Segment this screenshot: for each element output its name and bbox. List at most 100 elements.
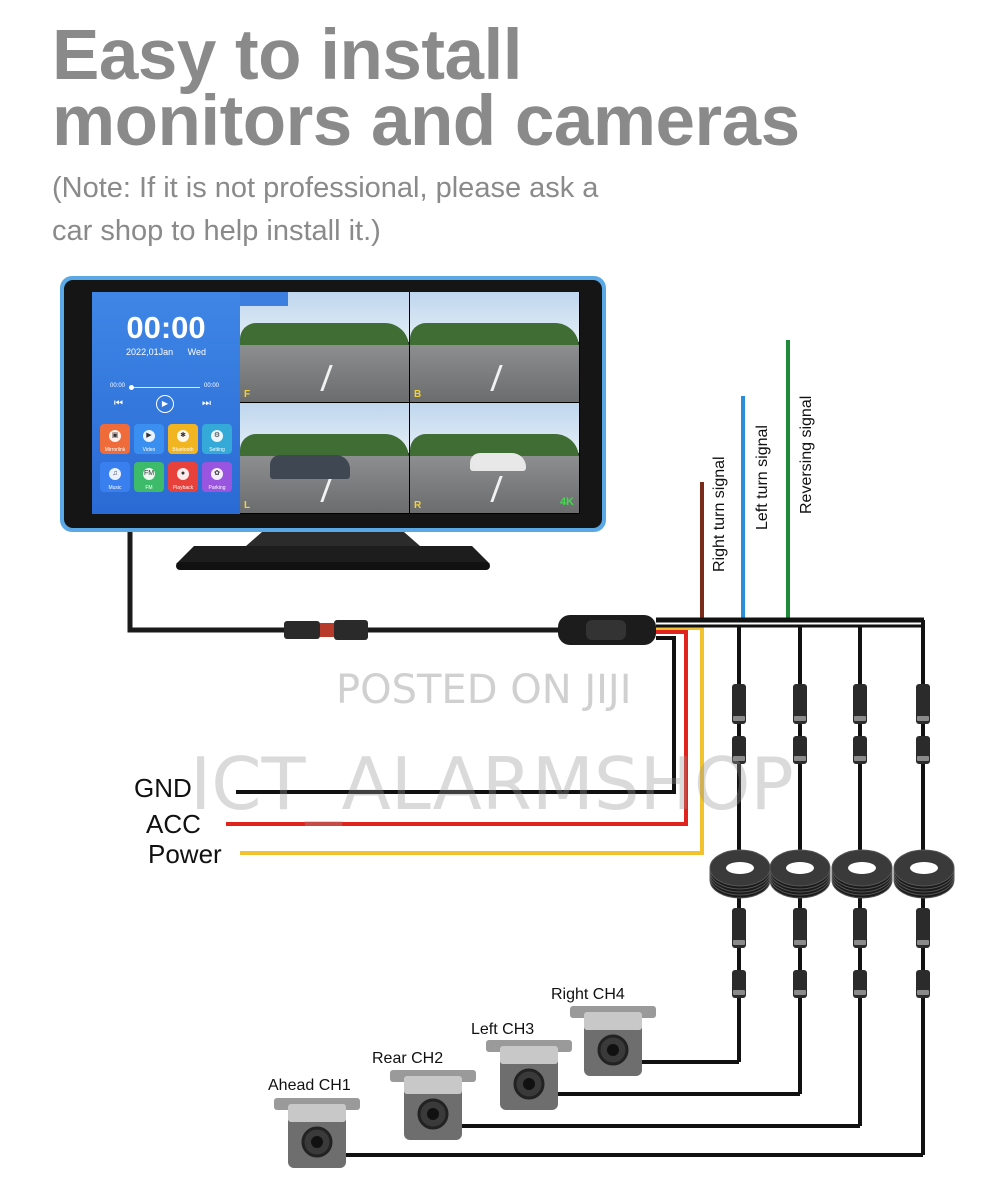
app-parking[interactable]: ✿ Parking (202, 462, 232, 492)
connector-1-4 (732, 970, 746, 998)
camera-view-tag: B (414, 389, 422, 400)
mirrorlink-icon: ▣ (109, 430, 121, 442)
camera-body-ch3 (486, 1040, 572, 1110)
app-label: Mirrorlink (104, 447, 126, 453)
date: 2022,01Jan (126, 347, 174, 357)
monitor: 00:00 2022,01Jan Wed 00:00 00:00 ⏮ ▶ ⏭ ▣… (60, 276, 606, 532)
previous-icon[interactable]: ⏮ (114, 398, 123, 409)
connector-3-4 (853, 970, 867, 998)
setting-icon: ⚙ (211, 430, 223, 442)
camera-label-ch1: Ahead CH1 (268, 1077, 351, 1094)
weekday: Wed (187, 347, 206, 357)
camera-view-l[interactable]: L (240, 403, 409, 513)
camera-label-ch3: Left CH3 (471, 1021, 535, 1038)
connector-1-2 (732, 736, 746, 764)
page-title-line-2: monitors and cameras (52, 82, 800, 161)
connector-3-3 (853, 908, 867, 948)
camera-bodies (274, 1006, 656, 1168)
camera-label-ch2: Rear CH2 (372, 1050, 444, 1067)
camera-view-b[interactable]: B (410, 292, 579, 402)
monitor-cable (127, 532, 290, 633)
connector-2-1 (793, 684, 807, 724)
home-panel: 00:00 2022,01Jan Wed 00:00 00:00 ⏮ ▶ ⏭ ▣… (92, 292, 240, 514)
media-controls: ⏮ ▶ ⏭ (114, 395, 218, 416)
installation-note-line-2: car shop to help install it.) (52, 215, 381, 247)
camera-body-ch2 (390, 1070, 476, 1140)
cable-coils (709, 849, 955, 899)
connector-3-1 (853, 684, 867, 724)
app-video[interactable]: ▶ Video (134, 424, 164, 454)
connector-4-1 (916, 684, 930, 724)
acc-label: ACC (146, 809, 201, 839)
gnd-wire (236, 636, 676, 794)
power-label: Power (148, 839, 222, 869)
camera-body-ch4 (570, 1006, 656, 1076)
progress-knob[interactable] (129, 385, 134, 390)
reversing-signal-label: Reversing signal (798, 395, 815, 514)
acc-wire (226, 630, 688, 826)
connector-4-3 (916, 908, 930, 948)
camera-view-tag: R (414, 500, 422, 511)
camera-view-tag: L (244, 500, 251, 511)
inline-connector (284, 620, 368, 640)
app-label: Video (142, 447, 156, 453)
clock: 00:00 (126, 310, 206, 345)
connector-1-1 (732, 684, 746, 724)
app-label: Setting (209, 447, 225, 453)
camera-label-ch4: Right CH4 (551, 986, 625, 1003)
right-turn-signal-label: Right turn signal (711, 456, 728, 572)
connector-2-4 (793, 970, 807, 998)
app-label: Bluetooth (172, 447, 194, 453)
monitor-screen: 00:00 2022,01Jan Wed 00:00 00:00 ⏮ ▶ ⏭ ▣… (92, 292, 580, 514)
app-bluetooth[interactable]: ✱ Bluetooth (168, 424, 198, 454)
aviation-connectors (732, 684, 930, 998)
camera-view-tag: F (244, 389, 251, 400)
cable-coil-4 (893, 849, 955, 899)
fm-icon: FM (143, 468, 155, 480)
camera-view-r[interactable]: R (410, 403, 579, 513)
app-mirrorlink[interactable]: ▣ Mirrorlink (100, 424, 130, 454)
next-icon[interactable]: ⏭ (202, 398, 211, 409)
music-icon: ♫ (109, 468, 121, 480)
watermark-posted-on: POSTED ON JIJI (336, 667, 632, 713)
monitor-bezel: 00:00 2022,01Jan Wed 00:00 00:00 ⏮ ▶ ⏭ ▣… (64, 280, 602, 528)
gnd-label: GND (134, 773, 192, 803)
connector-2-2 (793, 736, 807, 764)
splitter-hub (558, 615, 656, 645)
playback-icon: ● (177, 468, 189, 480)
watermark-shop: ICT_ALARMSHOP (190, 742, 794, 826)
media-progress: 00:00 00:00 (110, 383, 222, 393)
connector-1-3 (732, 908, 746, 948)
app-label: Playback (172, 485, 194, 491)
cable-coil-1 (709, 849, 771, 899)
monitor-stand (176, 532, 490, 570)
parking-icon: ✿ (211, 468, 223, 480)
camera-view-f[interactable]: F (240, 292, 409, 402)
app-music[interactable]: ♫Music (100, 462, 130, 492)
app-label: FM (145, 485, 153, 491)
connector-4-4 (916, 970, 930, 998)
connector-4-2 (916, 736, 930, 764)
elapsed-time: 00:00 (110, 383, 126, 389)
camera-body-ch1 (274, 1098, 360, 1168)
cable-coil-2 (769, 849, 831, 899)
left-turn-signal-label: Left turn signal (754, 425, 771, 530)
total-time: 00:00 (204, 383, 220, 389)
cable-coil-3 (831, 849, 893, 899)
play-icon[interactable]: ▶ (156, 395, 174, 413)
app-playback[interactable]: ● Playback (168, 462, 198, 492)
installation-note-line-1: (Note: If it is not professional, please… (52, 172, 599, 204)
power-wire (240, 626, 704, 855)
page-title-line-1: Easy to install (52, 16, 522, 95)
resolution-badge: 4K (559, 496, 574, 508)
connector-3-2 (853, 736, 867, 764)
app-fm[interactable]: FM FM (134, 462, 164, 492)
video-icon: ▶ (143, 430, 155, 442)
bluetooth-icon: ✱ (177, 430, 189, 442)
app-setting[interactable]: ⚙ Setting (202, 424, 232, 454)
connector-2-3 (793, 908, 807, 948)
view-tab[interactable] (240, 292, 288, 306)
progress-track[interactable] (130, 387, 200, 388)
app-label: Parking (208, 485, 226, 491)
